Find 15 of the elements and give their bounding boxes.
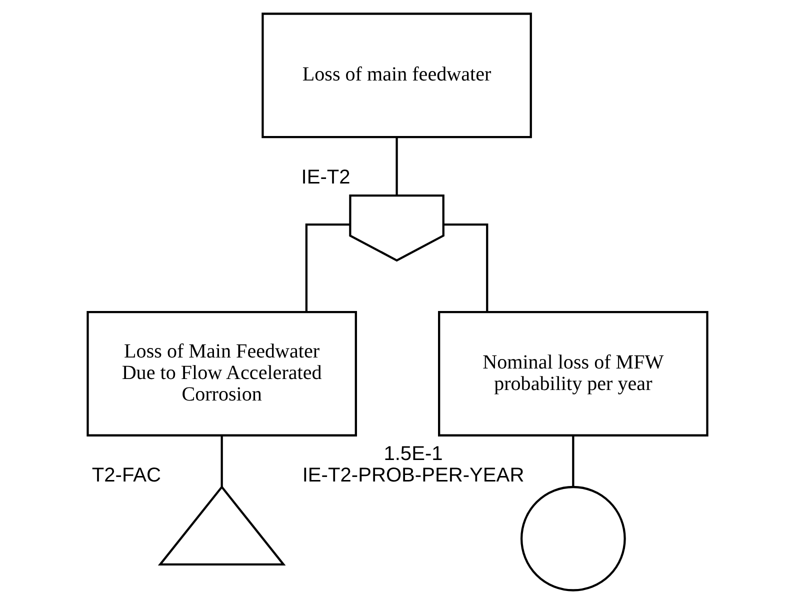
node-box: Loss of Main Feedwater Due to Flow Accelerated Corrosion [86,310,357,436]
node-box: Loss of main feedwater [262,12,532,138]
node-box: Nominal loss of MFW probability per year [438,310,708,436]
node-label: IE-T2-PROB-PER-YEAR [302,464,524,487]
node-circle [520,486,626,592]
node-label: T2-FAC [92,464,162,487]
connector [572,436,574,487]
connector [396,137,398,196]
connector [220,436,223,487]
node-label: 1.5E-1 [384,443,443,466]
node-triangle [158,485,286,566]
connector [305,223,350,312]
node-or-gate [349,194,444,262]
connector [444,223,488,312]
node-label: IE-T2 [301,166,350,188]
